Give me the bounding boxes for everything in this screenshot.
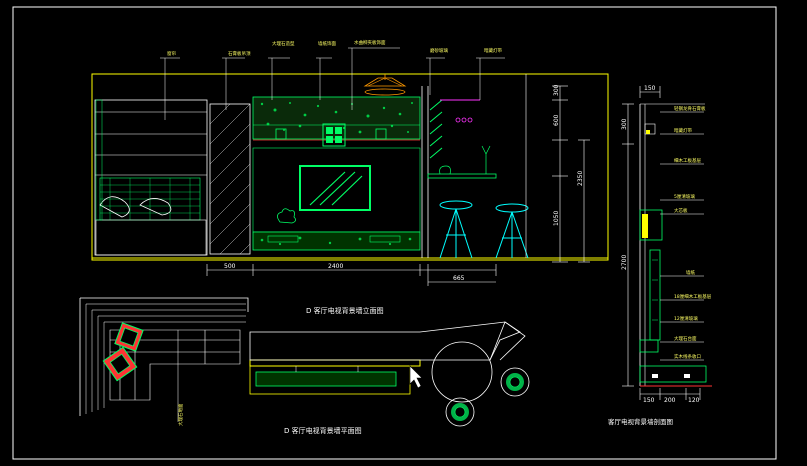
section-title: 客厅电视背景墙剖面图: [608, 417, 673, 426]
elevation-outline: [91, 73, 609, 261]
plan-cushion-1: [114, 322, 144, 352]
elevation-view: 窗帘 石膏板吊顶 大理石造型 墙纸饰面 水曲柳夹板饰面 磨砂玻璃 暗藏灯带 50…: [91, 39, 609, 315]
note-ceiling: 石膏板吊顶: [228, 50, 251, 57]
section-note-8: 12厘清玻璃: [674, 315, 698, 322]
elevation-leaders: [160, 47, 505, 120]
elevation-title: D 客厅电视背景墙立面图: [306, 306, 384, 315]
plan-cushion-2: [102, 346, 138, 382]
dim-2400: 2400: [328, 263, 343, 270]
section-dim-150: 150: [643, 397, 655, 404]
section-note-2: 暗藏灯带: [674, 127, 692, 134]
note-curtain: 窗帘: [167, 50, 176, 57]
hatched-pillar: [209, 103, 251, 255]
plan-stool-2: [445, 397, 475, 427]
mouse-cursor: [409, 365, 423, 389]
dim-300: 300: [553, 84, 560, 96]
dim-665: 665: [453, 275, 465, 282]
plan-round-table: [431, 341, 493, 403]
dim-2350: 2350: [577, 171, 584, 186]
note-veneer: 水曲柳夹板饰面: [354, 39, 386, 46]
section-note-5: 大芯板: [674, 207, 688, 214]
section-note-9: 大理石台面: [674, 335, 697, 342]
section-dim-top: 150: [644, 85, 656, 92]
section-note-4: 5厘清玻璃: [674, 193, 695, 200]
section-dim-300: 300: [621, 118, 628, 130]
tv-screen: [299, 165, 371, 211]
elevation-notes: 窗帘 石膏板吊顶 大理石造型 墙纸饰面 水曲柳夹板饰面 磨砂玻璃 暗藏灯带: [167, 39, 502, 57]
dim-600: 600: [553, 114, 560, 126]
dim-500: 500: [224, 263, 236, 270]
plan-title: D 客厅电视背景墙平面图: [284, 426, 362, 435]
wine-rack: [421, 74, 529, 259]
section-dim-2700: 2700: [621, 255, 628, 270]
plan-stool-1: [500, 367, 530, 397]
note-glass: 磨砂玻璃: [430, 47, 448, 54]
section-note-3: 细木工板基层: [674, 157, 701, 164]
elevation-bottom-dims: [206, 264, 497, 286]
note-lightstrip: 暗藏灯带: [484, 47, 502, 54]
section-note-10: 实木线条收口: [674, 353, 701, 360]
bar-stool-2: [495, 203, 529, 259]
window-curtain: [94, 99, 208, 256]
drawing-frame: [12, 6, 777, 460]
section-dim-200: 200: [664, 397, 676, 404]
plan-view: 大理石地面 D 客厅电视背景墙平面图: [79, 297, 530, 435]
note-marble: 大理石造型: [272, 40, 295, 47]
section-note-7: 18厘细木工板基层: [674, 293, 712, 300]
elevation-right-dims: [552, 85, 590, 263]
section-view: 150 300 2700: [608, 85, 712, 426]
section-note-6: 墙纸: [686, 269, 695, 276]
plan-note-floor: 大理石地面: [177, 403, 184, 426]
tv-wall: [252, 96, 421, 251]
note-wallpaper: 墙纸饰面: [318, 40, 336, 47]
section-dim-120: 120: [688, 397, 700, 404]
dim-1050: 1050: [553, 211, 560, 226]
bar-stool-1: [439, 200, 473, 259]
section-note-1: 轻钢龙骨石膏板: [674, 105, 706, 112]
pendant-lamp: [363, 74, 407, 96]
tv-cabinet: [252, 231, 421, 251]
plan-tv-wall: [249, 359, 421, 367]
